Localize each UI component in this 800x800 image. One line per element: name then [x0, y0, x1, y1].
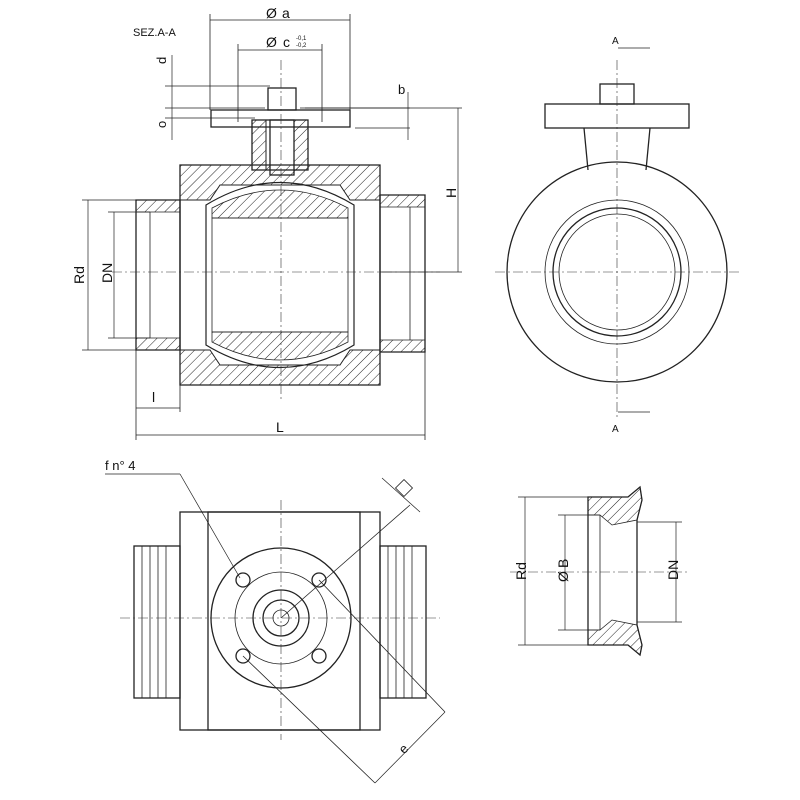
dim-DN2-label: DN: [665, 560, 681, 580]
dim-b-label: b: [398, 82, 405, 97]
bolt-hole: [311, 572, 327, 588]
bolt-hole: [235, 572, 251, 588]
stem-top: [267, 87, 297, 111]
dim-Rd2-label: Rd: [513, 562, 529, 580]
top-view: f n° 4 e: [105, 458, 446, 784]
dim-B-label: B: [555, 559, 571, 568]
dim-H-label: H: [443, 188, 459, 198]
dim-c-tol-lower: -0,2: [296, 43, 307, 49]
dim-Rd-label: Rd: [71, 266, 87, 284]
section-view: SEZ.A-A Ø a Ø c -0,1 -0,2 d o b H: [71, 5, 462, 440]
left-end-piece: [135, 199, 181, 351]
dim-a-label: a: [282, 5, 290, 21]
side-view: A A: [495, 36, 740, 435]
right-end-piece: [379, 194, 426, 353]
fitting-detail: Rd Ø B DN: [510, 485, 690, 657]
side-flange-outer: [506, 161, 728, 383]
handle-plate: [210, 109, 351, 128]
dim-f-label: f n° 4: [105, 458, 136, 473]
dim-B-diameter-symbol: Ø: [555, 571, 571, 582]
dim-DN-label: DN: [99, 263, 115, 283]
section-mark-bottom: A: [612, 424, 619, 435]
dim-c-label: c: [283, 34, 290, 50]
dim-c-tol-upper: -0,1: [296, 36, 307, 42]
section-title: SEZ.A-A: [133, 27, 176, 39]
bolt-hole: [311, 648, 327, 664]
dim-d-label: d: [154, 57, 169, 64]
top-right-thread: [379, 545, 427, 699]
section-mark-top: A: [612, 36, 619, 47]
dim-l-label: l: [152, 389, 155, 405]
top-left-thread: [133, 545, 181, 699]
dim-a-diameter-symbol: Ø: [266, 5, 277, 21]
dim-L-label: L: [276, 419, 284, 435]
bolt-hole: [235, 648, 251, 664]
dim-c-diameter-symbol: Ø: [266, 34, 277, 50]
top-body: [179, 511, 381, 731]
dim-o-label: o: [154, 121, 169, 128]
ball: [205, 182, 355, 368]
